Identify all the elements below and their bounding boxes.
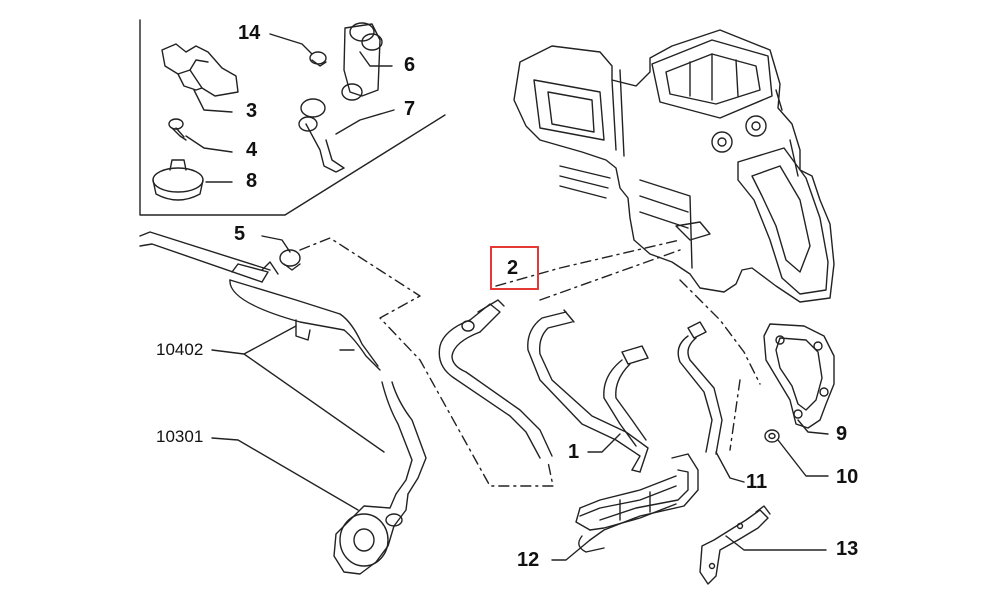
- leader-5: [261, 235, 291, 253]
- dashed-outline-front: [495, 239, 681, 287]
- dashed-outline-heater: [539, 249, 681, 301]
- part-3-clamp: [161, 43, 239, 97]
- label-part-5[interactable]: 5: [234, 223, 246, 245]
- dashed-outline-side: [679, 279, 761, 385]
- leader-7: [335, 109, 395, 135]
- dashed-outline-rear: [299, 237, 554, 487]
- part-1-hose: [527, 309, 649, 473]
- label-part-10[interactable]: 10: [836, 466, 859, 488]
- label-part-12[interactable]: 12: [517, 549, 540, 571]
- leader-13: [725, 535, 827, 551]
- part-10301-hose-pump: [333, 381, 427, 575]
- part-9-flange: [763, 323, 835, 429]
- label-part-7[interactable]: 7: [404, 98, 416, 120]
- label-part-6[interactable]: 6: [404, 54, 416, 76]
- leader-1: [587, 433, 621, 453]
- leader-11: [715, 451, 745, 483]
- leader-6: [359, 51, 393, 67]
- label-part-8[interactable]: 8: [246, 170, 258, 192]
- inset-frame: [139, 19, 446, 216]
- label-part-3[interactable]: 3: [246, 100, 258, 122]
- label-part-9[interactable]: 9: [836, 423, 848, 445]
- part-14-clip: [309, 51, 327, 67]
- part-8-cap: [152, 159, 204, 201]
- label-part-4[interactable]: 4: [246, 139, 258, 161]
- part-6-bracket: [341, 22, 383, 101]
- dashed-outline-bottom: [729, 379, 741, 451]
- label-part-10402[interactable]: 10402: [156, 340, 204, 359]
- leader-10402: [211, 325, 385, 453]
- part-2-hose: [438, 299, 553, 459]
- label-part-14[interactable]: 14: [238, 22, 261, 44]
- part-7-holder: [298, 98, 345, 173]
- part-10402-pipe: [139, 231, 381, 371]
- leader-9: [797, 419, 829, 435]
- hose-pair: [603, 345, 649, 447]
- part-4-screw: [168, 118, 187, 141]
- leader-10: [777, 439, 829, 477]
- leader-3: [193, 89, 233, 113]
- part-10-nut: [764, 429, 780, 443]
- leader-14: [269, 33, 313, 55]
- label-part-13[interactable]: 13: [836, 538, 859, 560]
- highlight-callout-box: [490, 246, 539, 290]
- leader-4: [185, 135, 233, 153]
- hvac-housing: [513, 29, 835, 303]
- part-5-clip: [279, 249, 301, 271]
- leader-10301: [211, 437, 359, 511]
- leader-12: [551, 539, 591, 561]
- label-part-10301[interactable]: 10301: [156, 427, 204, 446]
- label-part-11[interactable]: 11: [746, 471, 768, 493]
- part-13-bracket: [699, 505, 771, 585]
- part-12-manifold: [575, 453, 699, 553]
- label-part-1[interactable]: 1: [568, 441, 580, 463]
- part-11-hose: [677, 321, 723, 455]
- label-part-2[interactable]: 2: [507, 257, 519, 279]
